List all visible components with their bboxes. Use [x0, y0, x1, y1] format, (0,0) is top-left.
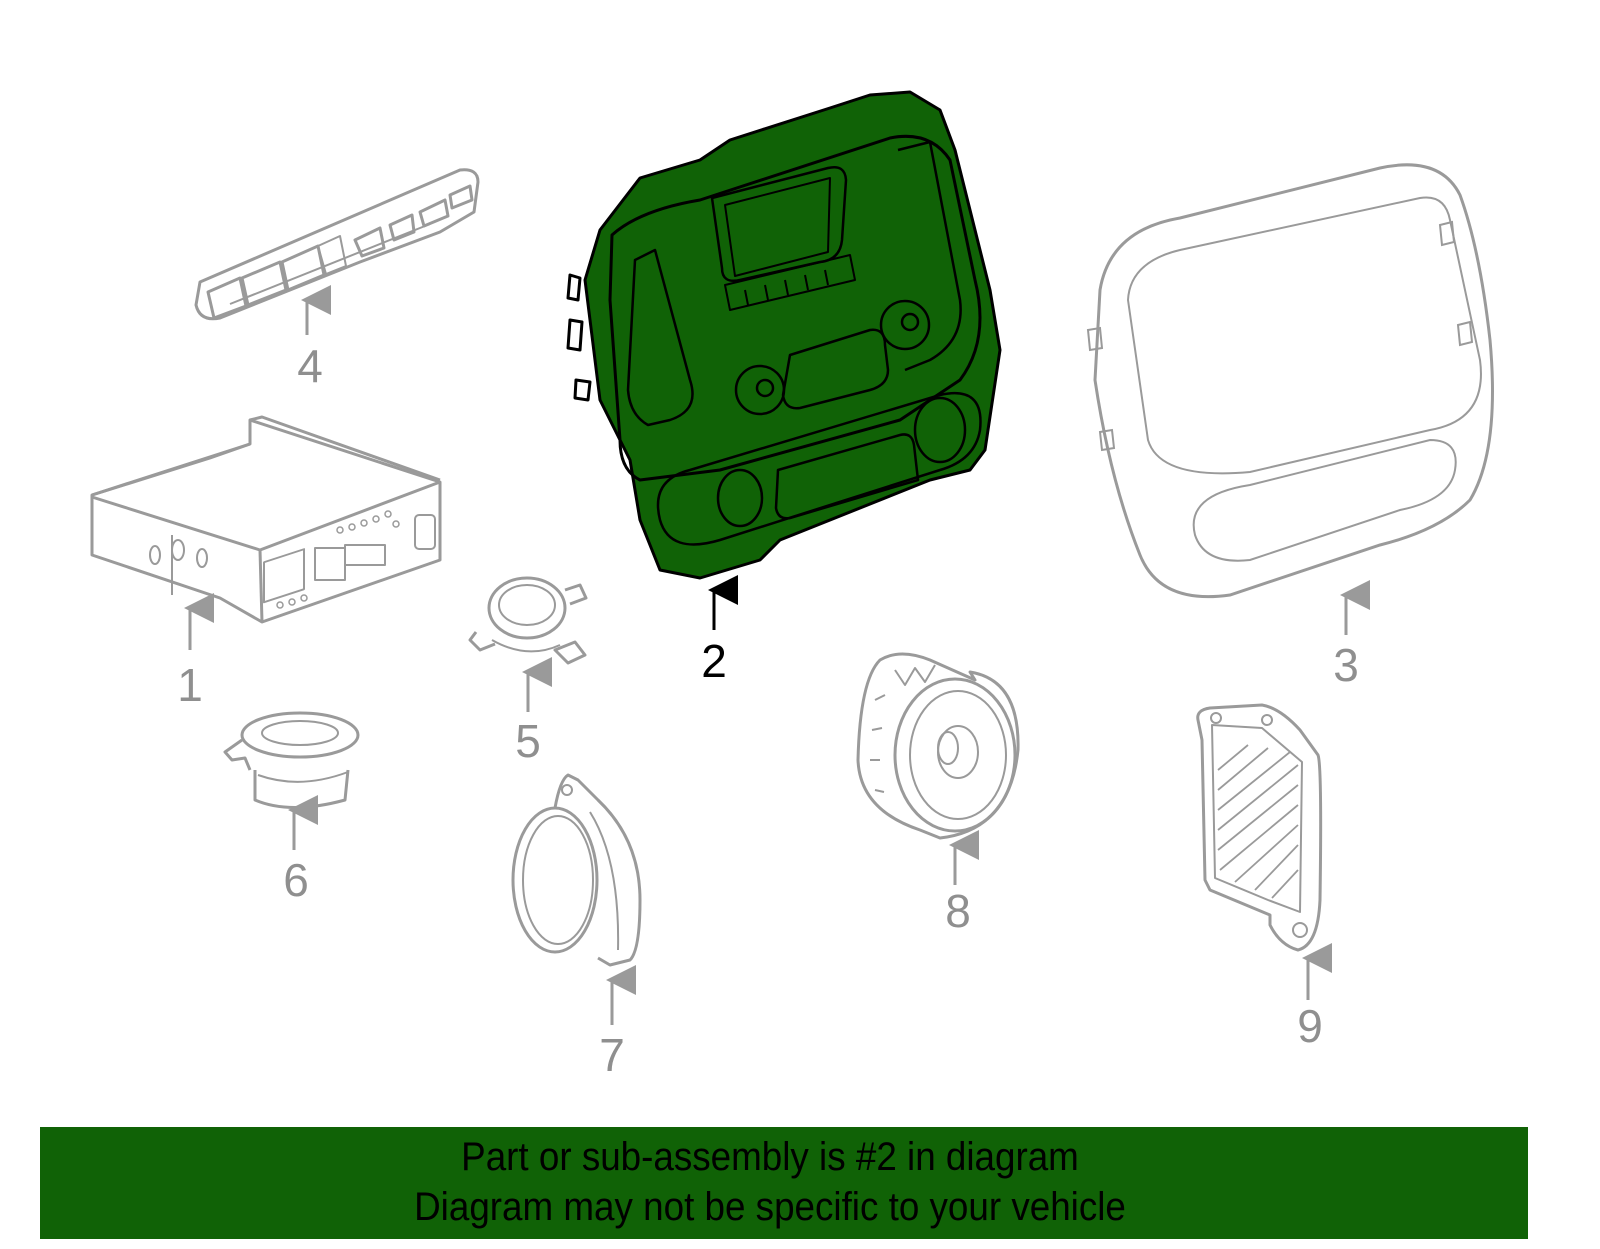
callout-2[interactable]: 2 — [701, 635, 727, 687]
part-7-speaker-ring[interactable] — [511, 773, 642, 967]
part-4-bracket[interactable] — [194, 168, 480, 321]
part-6-speaker-small[interactable] — [223, 711, 360, 809]
part-3-trim-bezel[interactable] — [1086, 163, 1494, 599]
callout-8[interactable]: 8 — [945, 885, 971, 937]
parts-diagram — [90, 90, 1494, 1025]
callout-7[interactable]: 7 — [599, 1029, 625, 1081]
part-5-tweeter[interactable] — [468, 576, 588, 665]
banner-disclaimer: Diagram may not be specific to your vehi… — [414, 1185, 1126, 1229]
callout-9[interactable]: 9 — [1297, 1000, 1323, 1052]
callout-5[interactable]: 5 — [515, 715, 541, 767]
callout-1[interactable]: 1 — [177, 659, 203, 711]
part-2-control-panel-assembly[interactable] — [566, 90, 1002, 580]
banner-part-note: Part or sub-assembly is #2 in diagram — [461, 1135, 1079, 1179]
callout-3[interactable]: 3 — [1333, 639, 1359, 691]
part-9-amplifier[interactable] — [1196, 703, 1323, 952]
part-1-radio-receiver[interactable] — [90, 415, 442, 624]
part-8-speaker[interactable] — [856, 652, 1020, 840]
callout-4[interactable]: 4 — [297, 340, 323, 392]
info-banner: Part or sub-assembly is #2 in diagram Di… — [40, 1127, 1528, 1239]
callout-6[interactable]: 6 — [283, 854, 309, 906]
